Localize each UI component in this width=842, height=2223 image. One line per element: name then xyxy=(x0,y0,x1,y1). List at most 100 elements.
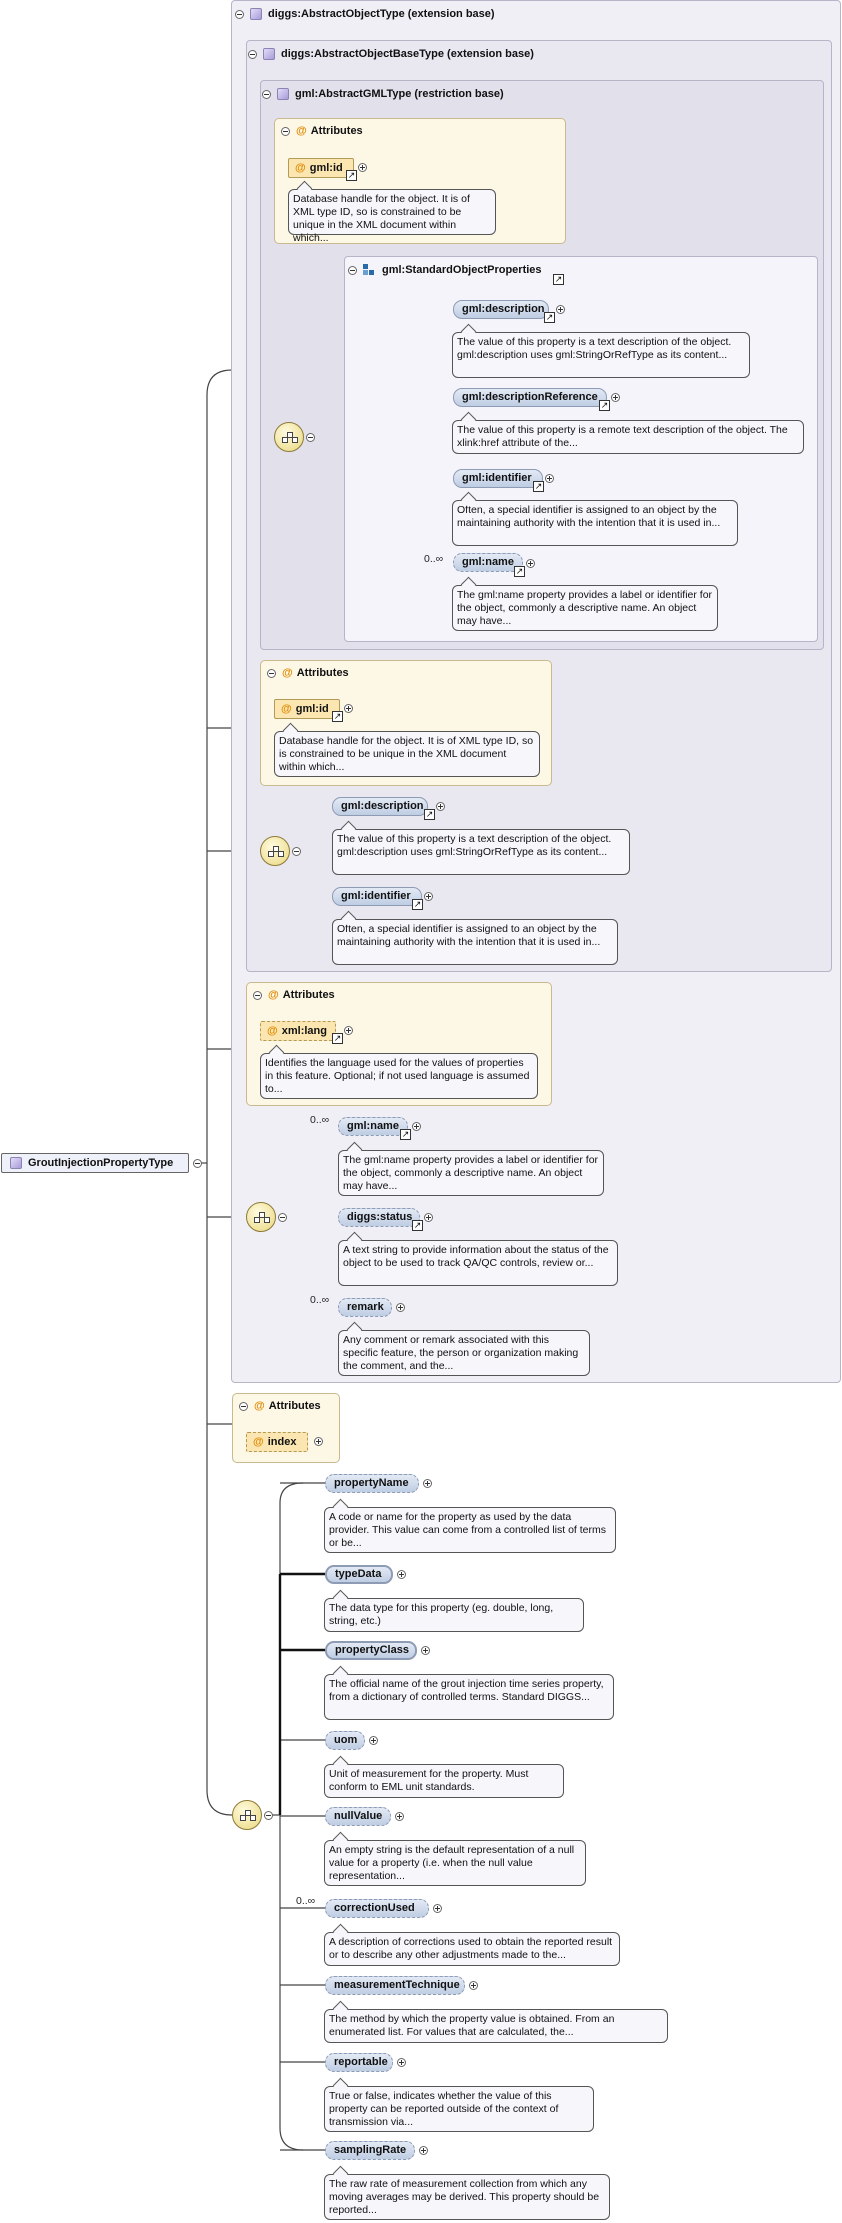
occurrence-label: 0..∞ xyxy=(310,1294,330,1306)
element-property-name[interactable]: propertyName xyxy=(325,1474,419,1493)
element-diggs-status[interactable]: diggs:status xyxy=(338,1208,420,1227)
element-description: The gml:name property provides a label o… xyxy=(338,1150,604,1196)
expand-toggle[interactable] xyxy=(397,1570,406,1579)
complex-type-icon xyxy=(277,88,289,101)
expand-toggle[interactable] xyxy=(526,559,535,568)
expand-toggle[interactable] xyxy=(344,704,353,713)
expand-toggle[interactable] xyxy=(344,1026,353,1035)
element-description: The value of this property is a remote t… xyxy=(452,420,804,454)
attribute-index[interactable]: @index xyxy=(246,1432,308,1452)
expand-toggle[interactable] xyxy=(424,892,433,901)
group-title: gml:StandardObjectProperties xyxy=(348,262,542,278)
expand-toggle[interactable] xyxy=(397,2058,406,2067)
expand-toggle[interactable] xyxy=(395,1812,404,1821)
element-sampling-rate[interactable]: samplingRate xyxy=(325,2141,415,2160)
collapse-toggle[interactable] xyxy=(264,1811,273,1820)
element-uom[interactable]: uom xyxy=(325,1731,365,1750)
element-reportable[interactable]: reportable xyxy=(325,2053,393,2072)
attribute-gml-id[interactable]: @gml:id xyxy=(274,699,340,719)
reference-arrow-icon: ↗ xyxy=(544,312,555,323)
expand-toggle[interactable] xyxy=(314,1437,323,1446)
reference-arrow-icon: ↗ xyxy=(332,1033,343,1044)
reference-arrow-icon: ↗ xyxy=(332,711,343,722)
element-description: The raw rate of measurement collection f… xyxy=(324,2174,610,2220)
element-gml-description[interactable]: gml:description xyxy=(453,300,549,319)
expand-toggle[interactable] xyxy=(424,1213,433,1222)
occurrence-label: 0..∞ xyxy=(310,1114,330,1126)
element-gml-name[interactable]: gml:name xyxy=(338,1117,408,1136)
attribute-description: Database handle for the object. It is of… xyxy=(288,189,496,244)
element-measurement-technique[interactable]: measurementTechnique xyxy=(325,1976,465,1995)
element-gml-description[interactable]: gml:description xyxy=(332,797,428,816)
element-description: Often, a special identifier is assigned … xyxy=(452,500,738,546)
attributes-header: @Attributes xyxy=(281,125,363,137)
collapse-toggle[interactable] xyxy=(348,265,357,275)
reference-arrow-icon: ↗ xyxy=(424,809,435,820)
attributes-header: @Attributes xyxy=(267,667,349,679)
attribute-icon: @ xyxy=(254,1400,265,1412)
element-description: The data type for this property (eg. dou… xyxy=(324,1598,584,1632)
root-element[interactable]: GroutInjectionPropertyType xyxy=(1,1153,189,1173)
expand-toggle[interactable] xyxy=(412,1122,421,1131)
element-null-value[interactable]: nullValue xyxy=(325,1807,391,1826)
collapse-toggle[interactable] xyxy=(262,89,271,99)
attribute-gml-id[interactable]: @gml:id xyxy=(288,158,354,178)
element-type-data[interactable]: typeData xyxy=(325,1565,393,1584)
element-gml-identifier[interactable]: gml:identifier xyxy=(332,887,422,906)
collapse-toggle[interactable] xyxy=(281,126,290,136)
collapse-toggle[interactable] xyxy=(248,49,257,59)
sequence-compositor-icon[interactable] xyxy=(246,1202,276,1232)
element-description: A code or name for the property as used … xyxy=(324,1507,616,1553)
collapse-toggle[interactable] xyxy=(292,847,301,856)
expand-toggle[interactable] xyxy=(556,305,565,314)
sequence-compositor-icon[interactable] xyxy=(260,836,290,866)
attribute-icon: @ xyxy=(268,989,279,1001)
collapse-toggle[interactable] xyxy=(193,1159,202,1168)
collapse-toggle[interactable] xyxy=(253,990,262,1000)
complex-type-icon xyxy=(10,1157,22,1170)
complex-type-icon xyxy=(263,48,275,61)
expand-toggle[interactable] xyxy=(423,1479,432,1488)
element-correction-used[interactable]: correctionUsed xyxy=(325,1899,429,1918)
reference-arrow-icon: ↗ xyxy=(533,481,544,492)
sequence-compositor-icon[interactable] xyxy=(232,1800,262,1830)
extension-title: diggs:AbstractObjectType (extension base… xyxy=(235,6,495,22)
expand-toggle[interactable] xyxy=(419,2146,428,2155)
expand-toggle[interactable] xyxy=(421,1646,430,1655)
attribute-xml-lang[interactable]: @xml:lang xyxy=(260,1021,336,1041)
element-description: The official name of the grout injection… xyxy=(324,1674,614,1720)
expand-toggle[interactable] xyxy=(358,163,367,172)
attributes-header: @Attributes xyxy=(239,1400,321,1412)
sequence-compositor-icon[interactable] xyxy=(274,422,304,452)
collapse-toggle[interactable] xyxy=(278,1213,287,1222)
expand-toggle[interactable] xyxy=(433,1904,442,1913)
expand-toggle[interactable] xyxy=(611,393,620,402)
collapse-toggle[interactable] xyxy=(239,1401,248,1411)
extension-title: diggs:AbstractObjectBaseType (extension … xyxy=(248,46,534,62)
element-property-class[interactable]: propertyClass xyxy=(325,1641,417,1660)
attribute-icon: @ xyxy=(281,703,292,715)
attribute-icon: @ xyxy=(282,667,293,679)
element-description: True or false, indicates whether the val… xyxy=(324,2086,594,2132)
reference-arrow-icon: ↗ xyxy=(412,899,423,910)
collapse-toggle[interactable] xyxy=(235,9,244,19)
reference-arrow-icon: ↗ xyxy=(346,170,357,181)
reference-arrow-icon: ↗ xyxy=(412,1220,423,1231)
element-gml-identifier[interactable]: gml:identifier xyxy=(453,469,543,488)
expand-toggle[interactable] xyxy=(436,802,445,811)
attribute-icon: @ xyxy=(253,1436,264,1448)
collapse-toggle[interactable] xyxy=(306,433,315,442)
element-description: The value of this property is a text des… xyxy=(452,332,750,378)
element-gml-description-reference[interactable]: gml:descriptionReference xyxy=(453,388,607,407)
reference-arrow-icon: ↗ xyxy=(553,274,564,285)
attribute-description: Identifies the language used for the val… xyxy=(260,1053,538,1099)
expand-toggle[interactable] xyxy=(396,1303,405,1312)
element-description: The method by which the property value i… xyxy=(324,2009,668,2043)
complex-type-icon xyxy=(250,8,262,21)
collapse-toggle[interactable] xyxy=(267,668,276,678)
element-gml-name[interactable]: gml:name xyxy=(453,553,523,572)
expand-toggle[interactable] xyxy=(369,1736,378,1745)
element-remark[interactable]: remark xyxy=(338,1298,392,1317)
expand-toggle[interactable] xyxy=(469,1981,478,1990)
expand-toggle[interactable] xyxy=(545,474,554,483)
